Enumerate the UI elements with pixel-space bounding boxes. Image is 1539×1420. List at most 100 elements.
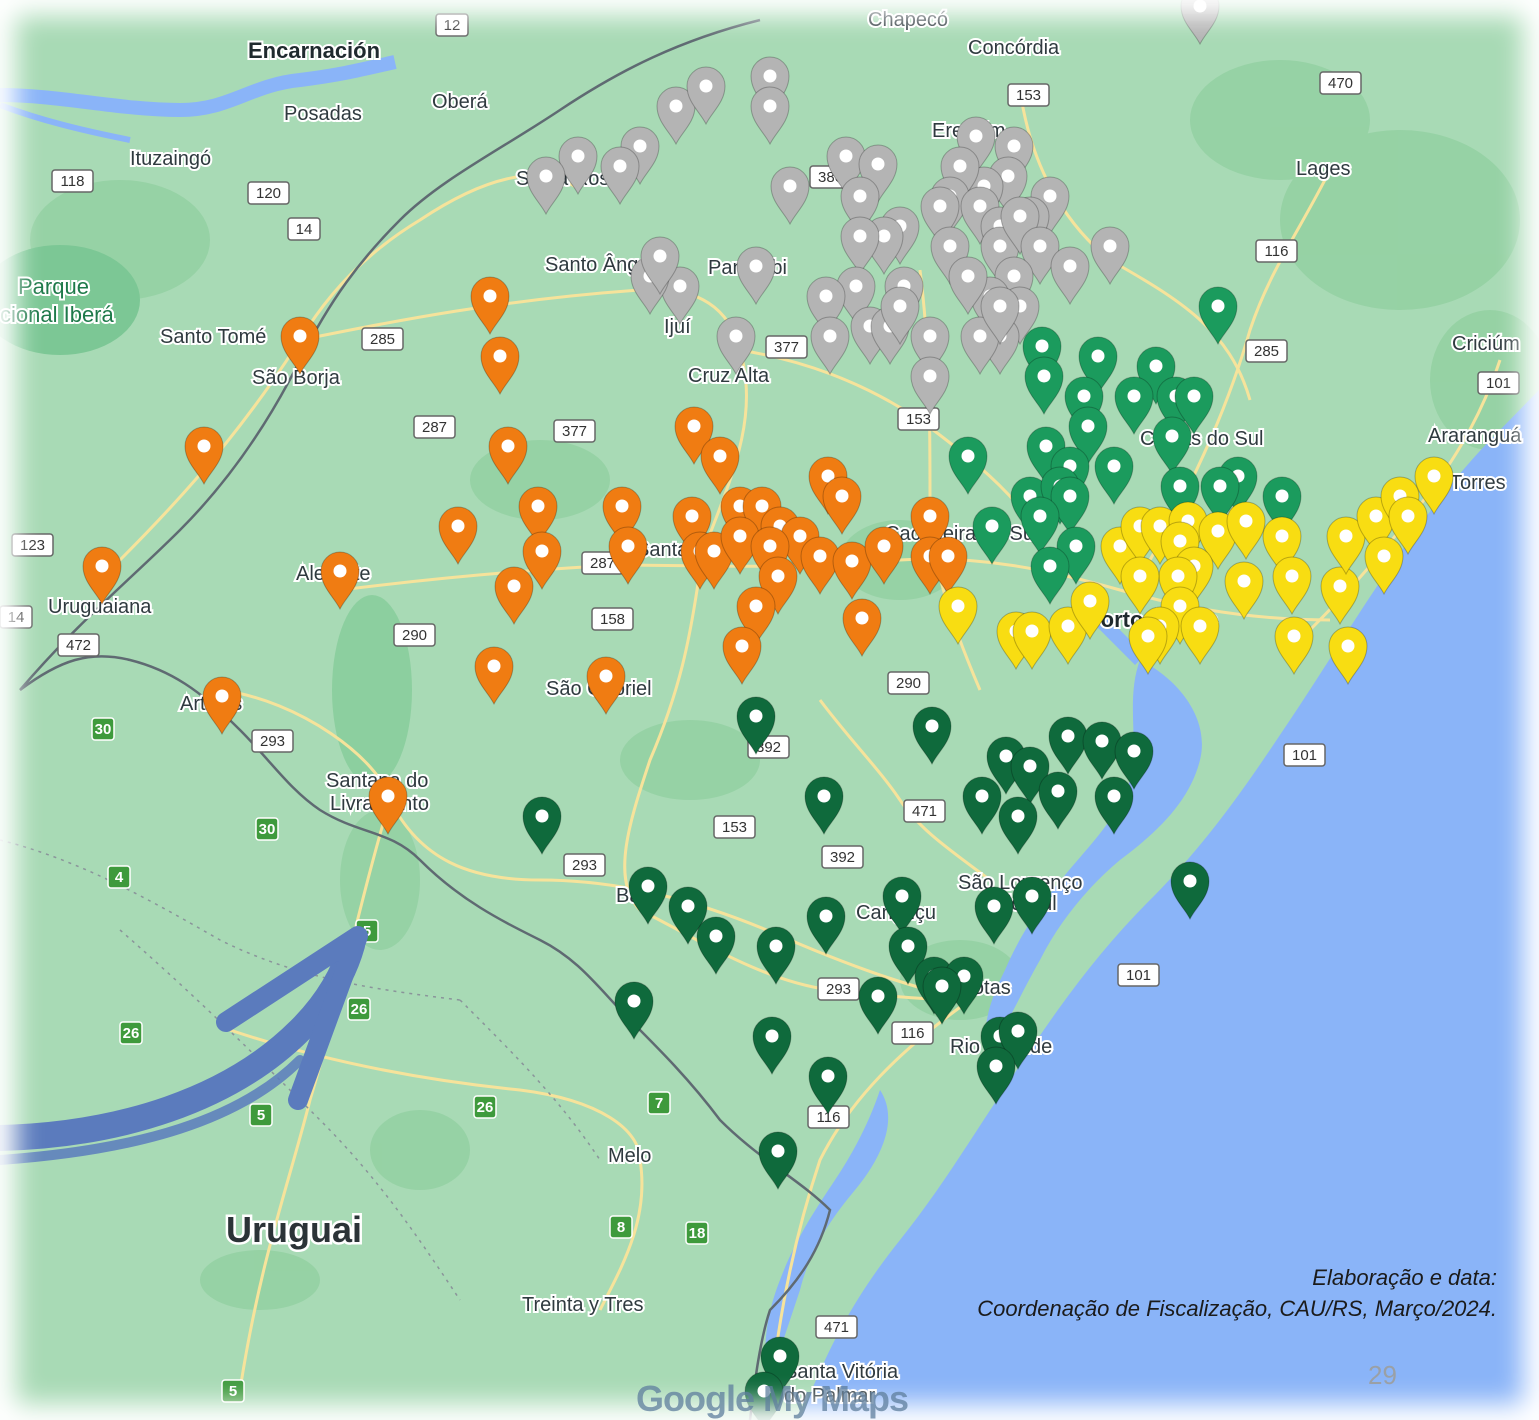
map-pin-icon[interactable] [1226,501,1266,560]
map-pin-icon[interactable] [1414,456,1454,515]
map-pin-icon[interactable] [660,266,700,325]
map-pin-icon[interactable] [1064,376,1104,435]
map-pin-icon[interactable] [1048,606,1088,665]
map-pin-icon[interactable] [1070,581,1110,640]
map-pin-icon[interactable] [858,976,898,1035]
map-pin-icon[interactable] [976,1046,1016,1105]
map-pin-icon[interactable] [1094,776,1134,835]
map-pin-icon[interactable] [744,1371,784,1420]
map-pin-icon[interactable] [742,486,782,545]
map-pin-icon[interactable] [1020,496,1060,555]
map-pin-icon[interactable] [1262,516,1302,575]
map-pin-icon[interactable] [1090,226,1130,285]
map-pin-icon[interactable] [836,266,876,325]
map-pin-icon[interactable] [1114,376,1154,435]
map-pin-icon[interactable] [994,126,1034,185]
map-pin-icon[interactable] [1010,746,1050,805]
map-pin-icon[interactable] [1180,0,1220,45]
map-pin-icon[interactable] [1030,176,1070,235]
map-pin-icon[interactable] [808,1056,848,1115]
map-pin-icon[interactable] [986,736,1026,795]
map-pin-icon[interactable] [948,256,988,315]
map-pin-icon[interactable] [608,526,648,585]
map-pin-icon[interactable] [864,216,904,275]
map-pin-icon[interactable] [840,176,880,235]
map-pin-icon[interactable] [184,426,224,485]
map-pin-icon[interactable] [82,546,122,605]
map-pin-icon[interactable] [888,926,928,985]
map-pin-icon[interactable] [1120,556,1160,615]
map-pin-icon[interactable] [1198,286,1238,345]
map-pin-icon[interactable] [956,116,996,175]
map-pin-icon[interactable] [928,536,968,595]
map-pin-icon[interactable] [722,626,762,685]
map-pin-icon[interactable] [758,1131,798,1190]
map-pin-icon[interactable] [880,286,920,345]
map-pin-icon[interactable] [864,526,904,585]
map-pin-icon[interactable] [474,646,514,705]
map-pin-icon[interactable] [1012,611,1052,670]
map-pin-icon[interactable] [522,796,562,855]
map-pin-icon[interactable] [1388,496,1428,555]
map-pin-icon[interactable] [470,276,510,335]
map-pin-icon[interactable] [1326,516,1366,575]
map-pin-icon[interactable] [1272,556,1312,615]
map-pin-icon[interactable] [1328,626,1368,685]
map-pin-icon[interactable] [808,456,848,515]
map-pin-icon[interactable] [840,216,880,275]
map-pin-icon[interactable] [858,144,898,203]
map-pin-icon[interactable] [910,316,950,375]
map-pin-icon[interactable] [668,886,708,945]
map-pin-icon[interactable] [910,356,950,415]
map-pin-icon[interactable] [720,516,760,575]
map-pin-icon[interactable] [700,436,740,495]
map-pin-icon[interactable] [960,316,1000,375]
map-pin-icon[interactable] [1082,721,1122,780]
map-pin-icon[interactable] [614,981,654,1040]
map-pin-icon[interactable] [602,486,642,545]
map-pin-icon[interactable] [480,336,520,395]
map-pin-icon[interactable] [1170,861,1210,920]
map-pin-icon[interactable] [930,226,970,285]
map-pin-icon[interactable] [948,436,988,495]
map-pin-icon[interactable] [1140,506,1180,565]
map-pin-icon[interactable] [1364,536,1404,595]
map-pin-icon[interactable] [320,551,360,610]
map-pin-icon[interactable] [1136,346,1176,405]
map-pin-icon[interactable] [1174,376,1214,435]
map-pin-icon[interactable] [760,1336,800,1395]
map-pin-icon[interactable] [522,531,562,590]
map-pin-icon[interactable] [938,586,978,645]
map-pin-icon[interactable] [600,146,640,205]
map-pin-icon[interactable] [736,586,776,645]
map-pin-icon[interactable] [750,526,790,585]
map-pin-icon[interactable] [882,876,922,935]
map-pin-icon[interactable] [488,426,528,485]
map-pin-icon[interactable] [1056,526,1096,585]
map-pin-icon[interactable] [1320,566,1360,625]
map-pin-icon[interactable] [1078,336,1118,395]
map-pin-icon[interactable] [780,516,820,575]
map-pin-icon[interactable] [806,276,846,335]
map-pin-icon[interactable] [736,246,776,305]
map-pin-icon[interactable] [628,866,668,925]
map-pin-icon[interactable] [1050,476,1090,535]
map-pin-icon[interactable] [518,486,558,545]
map-pin-icon[interactable] [922,966,962,1025]
map-pin-icon[interactable] [1158,556,1198,615]
map-pin-icon[interactable] [1180,606,1220,665]
map-pin-icon[interactable] [810,316,850,375]
map-pin-icon[interactable] [940,146,980,205]
map-pin-icon[interactable] [1356,496,1396,555]
map-pin-icon[interactable] [672,496,712,555]
map-pin-icon[interactable] [974,886,1014,945]
map-pin-icon[interactable] [202,676,242,735]
map-pin-icon[interactable] [1050,246,1090,305]
map-pin-icon[interactable] [640,236,680,295]
map-pin-icon[interactable] [1198,511,1238,570]
map-pin-icon[interactable] [994,256,1034,315]
map-pin-icon[interactable] [280,316,320,375]
map-pin-icon[interactable] [972,506,1012,565]
map-pin-icon[interactable] [368,776,408,835]
